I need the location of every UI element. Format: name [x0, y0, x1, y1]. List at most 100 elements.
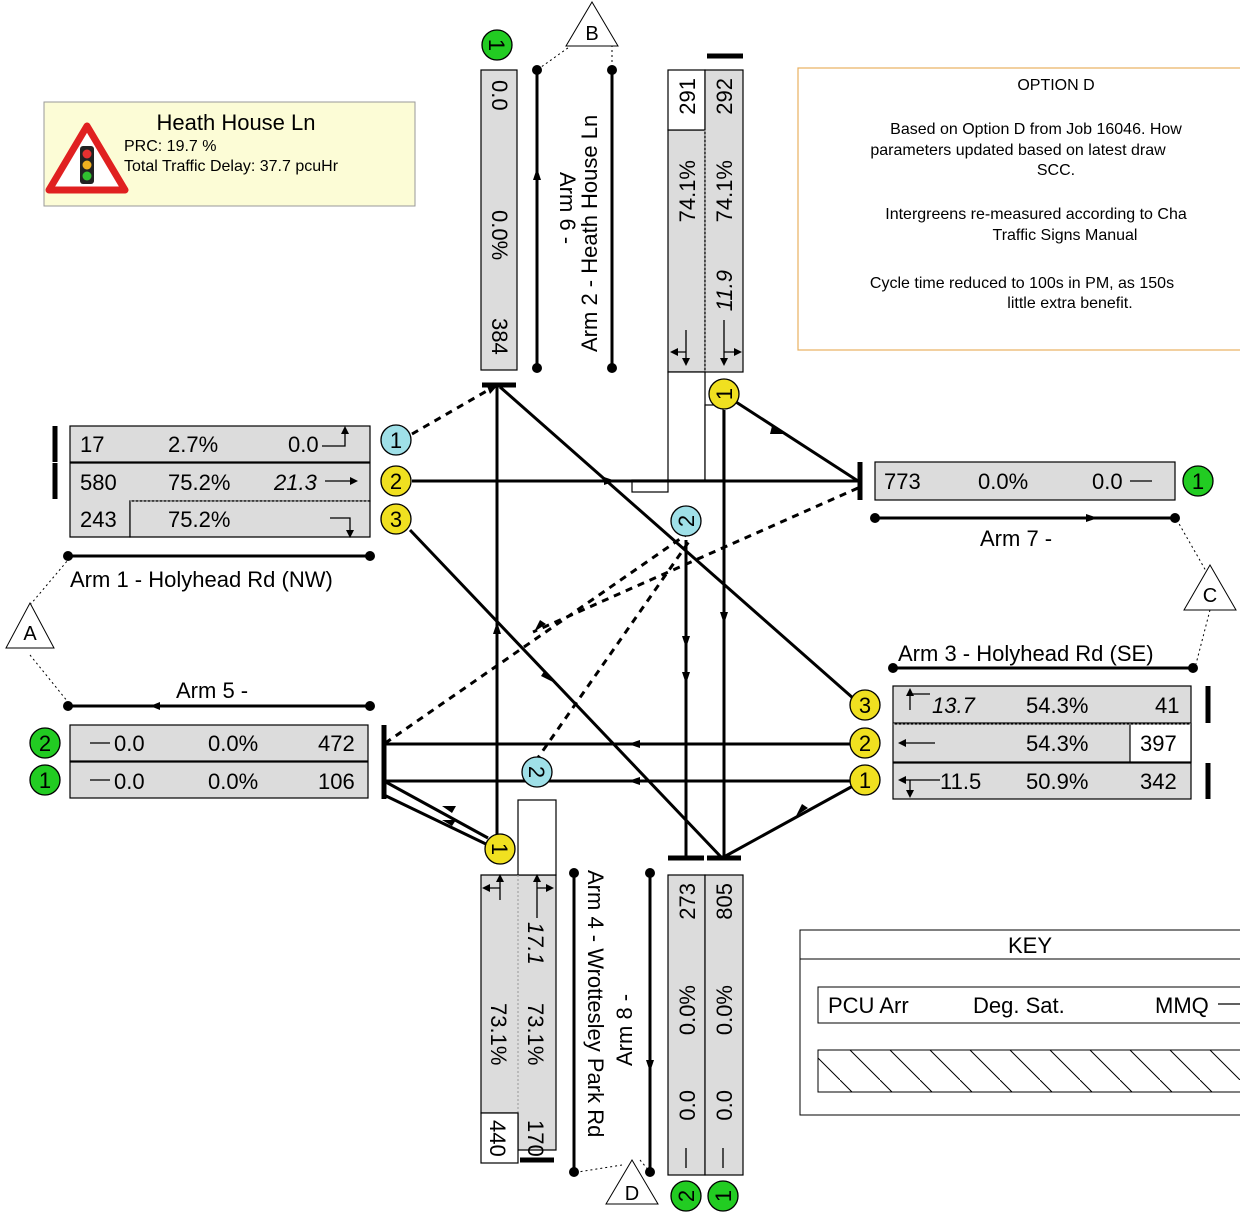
mean-max-queue: 13.7: [932, 693, 976, 718]
pcu-arrivals: 273: [675, 883, 700, 920]
svg-text:1: 1: [1192, 469, 1204, 494]
pcu-arrivals: 342: [1140, 769, 1177, 794]
arm3-label: Arm 3 - Holyhead Rd (SE): [898, 641, 1154, 666]
arm7-lane1-marker: 1: [1182, 465, 1214, 497]
svg-text:3: 3: [859, 693, 871, 718]
svg-text:2: 2: [859, 731, 871, 756]
svg-text:1: 1: [711, 1190, 736, 1202]
pcu-arrivals: 292: [712, 78, 737, 115]
degree-saturation: 73.1%: [523, 1003, 548, 1065]
notes-line: Cycle time reduced to 100s in PM, as 150…: [870, 275, 1174, 292]
degree-saturation: 54.3%: [1026, 731, 1088, 756]
arm8-label: Arm 8 -: [612, 994, 637, 1066]
svg-text:B: B: [585, 23, 598, 45]
notes-line: little extra benefit.: [1007, 295, 1132, 312]
arm6-label: Arm 6 -: [555, 172, 580, 244]
degree-saturation: 73.1%: [486, 1003, 511, 1065]
pcu-arrivals: 384: [487, 318, 512, 355]
key-title: KEY: [1008, 933, 1052, 958]
svg-text:2: 2: [674, 515, 699, 527]
arm1-lane2-marker: 2: [380, 465, 412, 497]
pcu-arrivals: 170: [523, 1120, 548, 1157]
key-panel: KEY PCU Arr Deg. Sat. MMQ: [799, 929, 1240, 1116]
traffic-signal-warning-icon: [45, 122, 129, 194]
degree-saturation: 75.2%: [168, 470, 230, 495]
svg-text:1: 1: [390, 428, 402, 453]
arm2-label: Arm 2 - Heath House Ln: [577, 115, 602, 352]
svg-text:2: 2: [674, 1190, 699, 1202]
degree-saturation: 0.0%: [978, 469, 1028, 494]
degree-saturation: 0.0%: [487, 210, 512, 260]
arm8-lanes: 273 805 0.0% 0.0% 0.0 0.0: [667, 855, 744, 1176]
mean-max-queue: 0.0: [1092, 469, 1123, 494]
pcu-arrivals: 41: [1155, 693, 1179, 718]
arm3-lane1-marker: 1: [849, 764, 881, 796]
svg-text:C: C: [1203, 585, 1217, 607]
arm8-lane2-marker: 2: [670, 1180, 702, 1212]
svg-text:1: 1: [484, 39, 509, 51]
arm8-lane1-marker: 1: [707, 1180, 739, 1212]
svg-text:3: 3: [390, 507, 402, 532]
notes-box: OPTION D Based on Option D from Job 1604…: [797, 67, 1240, 351]
pcu-arrivals: 440: [485, 1120, 510, 1157]
arm1-label: Arm 1 - Holyhead Rd (NW): [70, 567, 333, 592]
svg-text:D: D: [625, 1183, 639, 1205]
degree-saturation: 0.0%: [208, 769, 258, 794]
degree-saturation: 74.1%: [712, 160, 737, 222]
notes-line: Intergreens re-measured according to Cha: [885, 206, 1187, 223]
svg-text:2: 2: [39, 731, 51, 756]
pcu-arrivals: 17: [80, 432, 104, 457]
arm5-lane1-marker: 1: [29, 764, 61, 796]
arm3-lanes: 13.7 54.3% 41 54.3% 397 11.5 50.9% 342: [892, 685, 1211, 800]
pcu-arrivals: 805: [712, 883, 737, 920]
arm6-lanes: 0.0 0.0% 384: [480, 69, 518, 388]
summary-box: Heath House Ln PRC: 19.7 % Total Traffic…: [43, 101, 416, 207]
mean-max-queue: 21.3: [273, 470, 318, 495]
traffic-movements: [383, 383, 863, 860]
notes-line: parameters updated based on latest draw: [870, 142, 1166, 159]
mean-max-queue: 0.0: [288, 432, 319, 457]
degree-saturation: 0.0%: [712, 985, 737, 1035]
key-mmq-label: MMQ: [1155, 993, 1209, 1018]
notes-line: SCC.: [1037, 162, 1075, 179]
arm2-lanes: 291 292 74.1% 74.1% 11.9: [631, 53, 744, 493]
node-a: A: [5, 601, 55, 649]
svg-text:2: 2: [524, 766, 549, 778]
svg-text:A: A: [23, 623, 37, 645]
svg-text:2: 2: [390, 469, 402, 494]
arm1-lanes: 17 2.7% 0.0 580 75.2% 21.3 243 75.2%: [52, 425, 371, 538]
arm2-lane1-marker: 1: [708, 378, 740, 410]
arm5-lane2-marker: 2: [29, 727, 61, 759]
arm3-lane2-marker: 2: [849, 727, 881, 759]
degree-saturation: 0.0%: [675, 985, 700, 1035]
degree-saturation: 54.3%: [1026, 693, 1088, 718]
node-b: B: [565, 1, 619, 47]
mean-max-queue: 11.9: [712, 270, 737, 311]
pcu-arrivals: 773: [884, 469, 921, 494]
pcu-arrivals: 243: [80, 507, 117, 532]
degree-saturation: 2.7%: [168, 432, 218, 457]
arm5-label: Arm 5 -: [176, 678, 248, 703]
mean-max-queue: 0.0: [114, 731, 145, 756]
arm7-label: Arm 7 -: [980, 526, 1052, 551]
pcu-arrivals: 106: [318, 769, 355, 794]
mean-max-queue: 0.0: [675, 1090, 700, 1121]
lane-markers: 1 2 3 2 1 1 3 2 1 1 1 2 1 2 2 1: [29, 29, 1214, 1212]
total-delay: Total Traffic Delay: 37.7 pcuHr: [124, 158, 339, 175]
arm4-label: Arm 4 - Wrottesley Park Rd: [583, 870, 608, 1137]
notes-line: Traffic Signs Manual: [993, 227, 1138, 244]
degree-saturation: 0.0%: [208, 731, 258, 756]
mean-max-queue: 0.0: [712, 1090, 737, 1121]
prc-value: PRC: 19.7 %: [124, 138, 216, 155]
mean-max-queue: 0.0: [114, 769, 145, 794]
arm4-lanes: 17.1 73.1% 73.1% 440 170: [480, 799, 557, 1164]
pcu-arrivals: 580: [80, 470, 117, 495]
mean-max-queue: 0.0: [487, 80, 512, 111]
mean-max-queue: 17.1: [523, 922, 548, 965]
arm7-lanes: 773 0.0% 0.0: [857, 461, 1176, 501]
junction-title: Heath House Ln: [157, 110, 316, 135]
arm1-lane1-marker: 1: [380, 424, 412, 456]
arm5-lanes: 0.0 0.0% 472 0.0 0.0% 106: [69, 724, 387, 799]
notes-line: Based on Option D from Job 16046. How: [890, 121, 1182, 138]
